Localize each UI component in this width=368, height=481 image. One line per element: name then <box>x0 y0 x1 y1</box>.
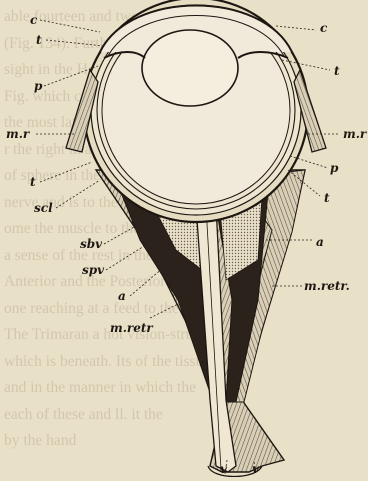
label-p-right: p <box>330 161 339 175</box>
label-t-top-left: t <box>36 33 42 47</box>
label-p-left: p <box>34 79 43 93</box>
label-mretr-left: m.retr <box>110 321 154 335</box>
label-mretr-right: m.retr. <box>304 279 350 293</box>
label-sbv: sbv <box>80 237 103 251</box>
leader-scl <box>56 180 100 208</box>
label-mr-right: m.r <box>343 127 368 141</box>
label-v-left: v <box>220 462 228 476</box>
lens <box>142 30 238 106</box>
label-c-left: c <box>30 13 38 27</box>
label-spv: spv <box>82 263 105 277</box>
label-mr-left: m.r <box>6 127 31 141</box>
label-scl: scl <box>34 201 53 215</box>
leader-c-left <box>40 20 100 32</box>
leader-t-left <box>40 162 92 182</box>
label-a-right: a <box>316 235 324 249</box>
label-t-top-right: t <box>334 64 340 78</box>
label-t-right: t <box>324 191 330 205</box>
leader-c-right <box>276 26 316 30</box>
label-c-right: c <box>320 21 328 35</box>
label-t-left: t <box>30 175 36 189</box>
label-v-right: v <box>252 462 260 476</box>
label-a-left: a <box>118 289 126 303</box>
leader-t-top-left <box>46 40 104 46</box>
